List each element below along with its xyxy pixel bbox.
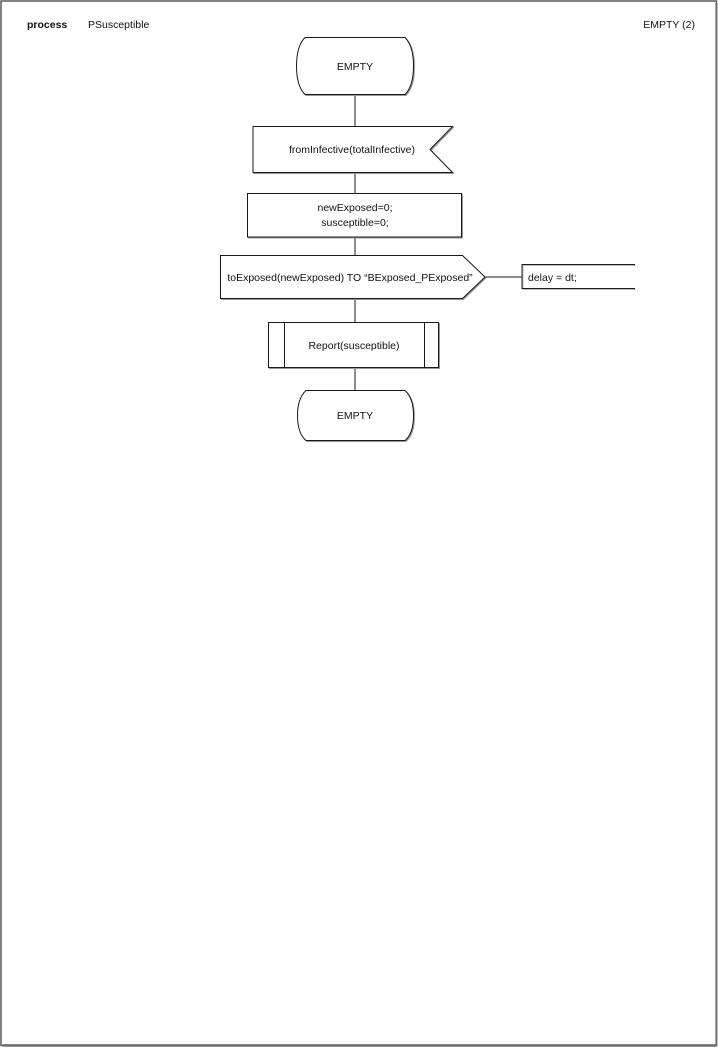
start-state-symbol[interactable]	[295, 37, 415, 95]
output-signal-label: toExposed(newExposed) TO “BExposed_PExpo…	[227, 272, 473, 284]
procedure-call-symbol[interactable]	[268, 322, 439, 368]
task-symbol[interactable]	[247, 193, 462, 238]
output-signal-symbol[interactable]	[220, 255, 486, 299]
comment-symbol[interactable]	[521, 264, 635, 289]
end-state-label: EMPTY	[337, 410, 373, 422]
process-name-label: PSusceptible	[88, 19, 149, 31]
procedure-call-label: Report(susceptible)	[308, 340, 399, 352]
task-line-2: susceptible=0;	[321, 217, 388, 229]
comment-label: delay = dt;	[528, 272, 577, 284]
input-signal-label: fromInfective(totalInfective)	[289, 144, 415, 156]
end-state-symbol[interactable]	[296, 390, 415, 441]
page-ref-label: EMPTY (2)	[643, 19, 695, 31]
start-state-label: EMPTY	[337, 61, 373, 73]
process-keyword-label: process	[27, 19, 67, 31]
task-line-1: newExposed=0;	[317, 202, 392, 214]
input-signal-symbol[interactable]	[252, 126, 454, 173]
